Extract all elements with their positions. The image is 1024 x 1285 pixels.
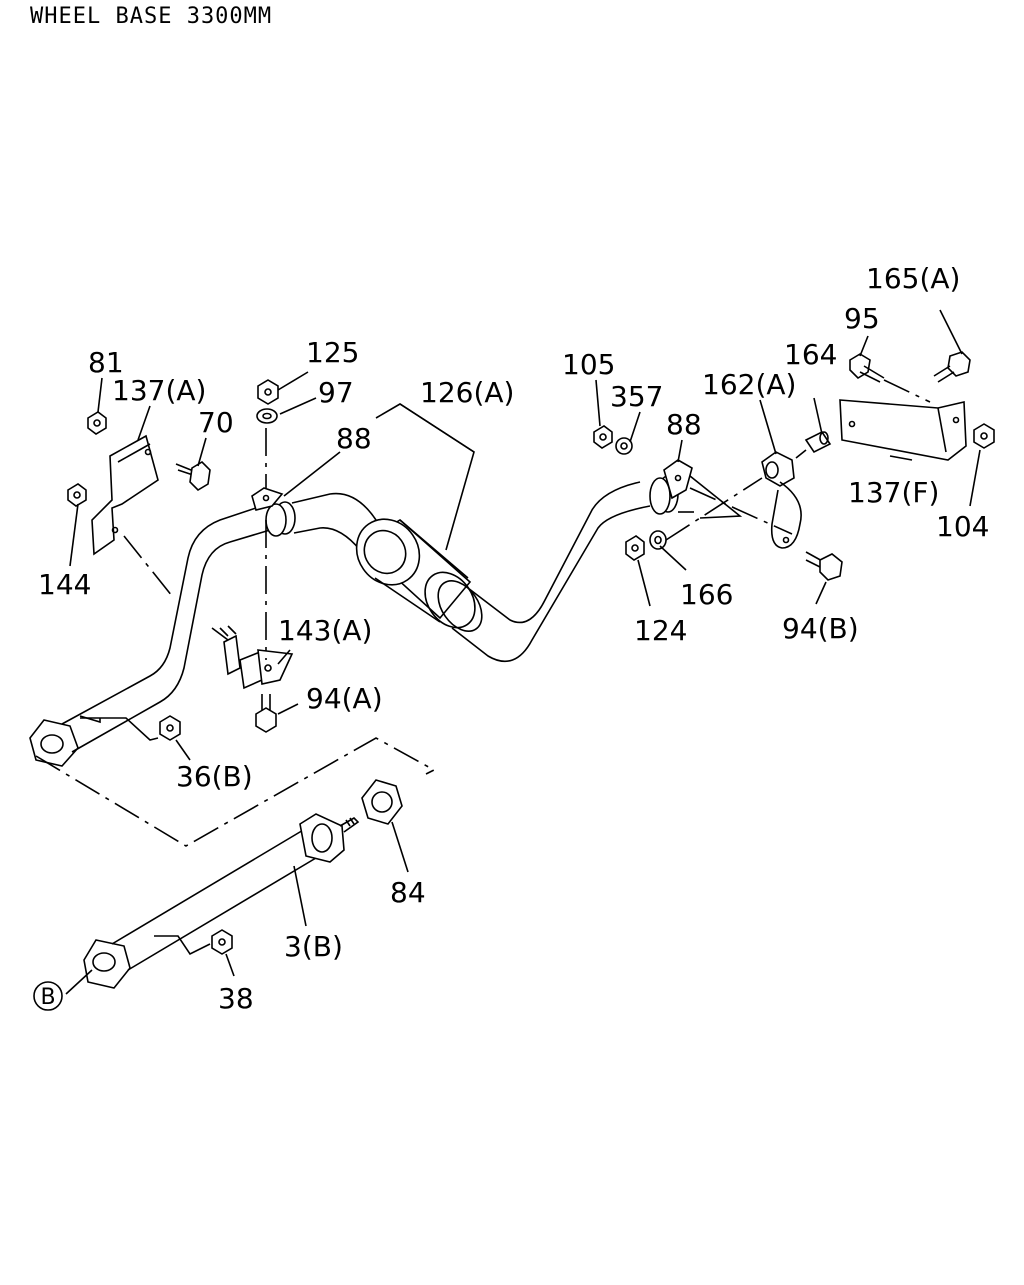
label-137f: 137(F) bbox=[848, 476, 939, 509]
label-88-left: 88 bbox=[336, 422, 372, 455]
label-125: 125 bbox=[306, 336, 359, 369]
clip-88-right bbox=[663, 459, 693, 500]
bolt-165a bbox=[933, 351, 971, 383]
label-143a: 143(A) bbox=[278, 614, 372, 647]
nut-125 bbox=[257, 379, 279, 405]
label-137a: 137(A) bbox=[112, 374, 206, 407]
label-124: 124 bbox=[634, 614, 687, 647]
label-162a: 162(A) bbox=[702, 368, 796, 401]
bolt-94a bbox=[255, 694, 277, 733]
gasket-84 bbox=[361, 779, 403, 825]
reference-b-marker: B bbox=[33, 981, 63, 1011]
label-94b: 94(B) bbox=[782, 612, 859, 645]
bracket-137a bbox=[91, 434, 159, 556]
label-94a: 94(A) bbox=[306, 682, 383, 715]
collar-164 bbox=[804, 430, 832, 454]
nut-105 bbox=[593, 425, 613, 449]
label-84: 84 bbox=[390, 876, 426, 909]
callout-labels: 81 137(A) 70 144 125 97 88 126(A) 143(A)… bbox=[38, 262, 989, 1015]
nut-36b bbox=[159, 715, 181, 741]
label-97: 97 bbox=[318, 376, 354, 409]
label-88-right: 88 bbox=[666, 408, 702, 441]
rear-pipe-3b bbox=[83, 813, 360, 989]
nut-124 bbox=[625, 535, 645, 561]
nut-144 bbox=[67, 483, 87, 507]
nut-38 bbox=[211, 929, 233, 955]
front-exhaust-pipe bbox=[29, 475, 743, 767]
reference-b-letter: B bbox=[40, 985, 55, 1010]
bolt-95 bbox=[849, 353, 885, 383]
label-38: 38 bbox=[218, 982, 254, 1015]
label-164: 164 bbox=[784, 338, 837, 371]
leader-lines bbox=[65, 309, 981, 995]
label-105: 105 bbox=[562, 348, 615, 381]
label-166: 166 bbox=[680, 578, 733, 611]
assembly-lines bbox=[35, 379, 931, 847]
bolt-94b bbox=[805, 551, 843, 581]
washer-166 bbox=[649, 530, 667, 550]
label-104: 104 bbox=[936, 510, 989, 543]
label-36b: 36(B) bbox=[176, 760, 253, 793]
label-126a: 126(A) bbox=[420, 376, 514, 409]
label-144: 144 bbox=[38, 568, 91, 601]
nut-connectors bbox=[79, 715, 211, 956]
nut-104 bbox=[973, 423, 995, 449]
label-3b: 3(B) bbox=[284, 930, 343, 963]
label-95: 95 bbox=[844, 302, 880, 335]
diagram-title: WHEEL BASE 3300MM bbox=[30, 4, 273, 29]
bracket-137f bbox=[839, 399, 967, 461]
washer-357 bbox=[615, 437, 633, 455]
rubber-hanger-162a bbox=[761, 451, 802, 549]
label-70: 70 bbox=[198, 406, 234, 439]
clip-88-left bbox=[251, 487, 284, 511]
bolt-70 bbox=[175, 460, 211, 492]
label-357: 357 bbox=[610, 380, 663, 413]
label-165a: 165(A) bbox=[866, 262, 960, 295]
label-81: 81 bbox=[88, 346, 124, 379]
nut-81 bbox=[87, 411, 107, 435]
washer-97 bbox=[256, 408, 278, 424]
